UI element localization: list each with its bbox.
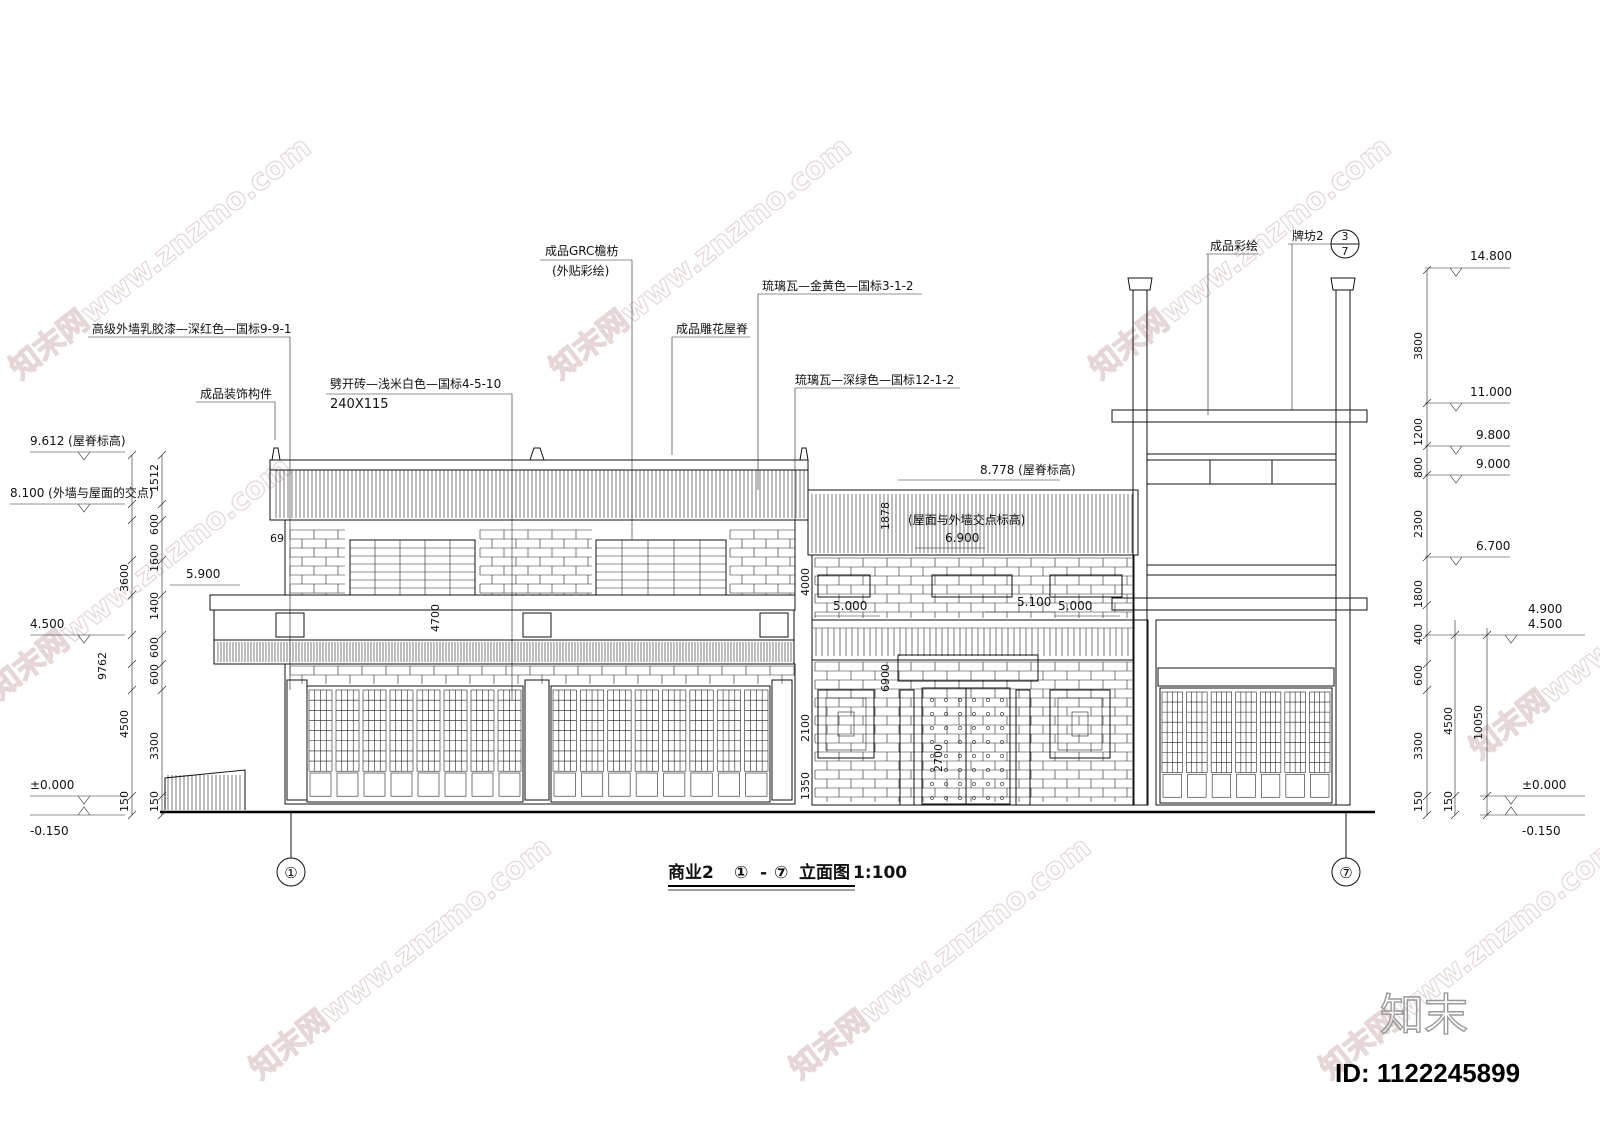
dim-1512: 1512 (148, 464, 161, 492)
title-dash: - (760, 863, 767, 883)
dim-2300: 2300 (1412, 510, 1425, 538)
level-5900: 5.900 (186, 567, 220, 581)
note-grc: 成品GRC檐枋 (545, 243, 618, 258)
axis-bubble-7 (1331, 857, 1361, 887)
axis-bubble-1 (276, 857, 306, 887)
watermark-layer: 知末网www.znzmo.com 知末网www.znzmo.com 知末网www… (0, 129, 1600, 1087)
dim-150: 150 (1412, 791, 1425, 812)
dim-6900: 6900 (879, 664, 892, 692)
left-levels: 9.612 (屋脊标高) 8.100 (外墙与屋面的交点) 5.900 4.50… (10, 433, 240, 838)
dim-1878: 1878 (879, 502, 892, 530)
dim-4500: 4500 (1442, 707, 1455, 735)
note-ridge-878: 8.778 (屋脊标高) (980, 462, 1076, 477)
title-axis-to: ⑦ (774, 863, 788, 883)
level-neg150: -0.150 (1522, 824, 1561, 838)
dim-150: 150 (1442, 791, 1455, 812)
note-painted: 成品彩绘 (1210, 238, 1258, 253)
level-9612: 9.612 (屋脊标高) (30, 433, 126, 448)
level-4500: 4.500 (30, 617, 64, 631)
dim-600: 600 (148, 637, 161, 658)
level-9000: 9.000 (1476, 457, 1510, 471)
level-11000: 11.000 (1470, 385, 1512, 399)
dim-3800: 3800 (1412, 332, 1425, 360)
leader-annotations: 成品GRC檐枋 (外贴彩绘) 琉璃瓦—金黄色—国标3-1-2 高级外墙乳胶漆—深… (88, 228, 1331, 700)
title-suffix: 立面图 (799, 862, 850, 883)
detail-ref-bottom: 7 (1342, 245, 1349, 258)
dim-1600: 1600 (148, 544, 161, 572)
dim-600: 600 (148, 514, 161, 535)
dim-3600: 3600 (118, 564, 131, 592)
title-name: 商业2 (668, 862, 714, 883)
note-brick-size: 240X115 (330, 397, 389, 412)
note-paint-red: 高级外墙乳胶漆—深红色—国标9-9-1 (92, 321, 292, 336)
axis-label-left: ① (284, 864, 297, 882)
inner-levels: 6.900 5.000 5.100 5.000 1878 6900 4000 2… (270, 502, 1120, 800)
level-4900: 4.900 (1528, 602, 1562, 616)
level-8100: 8.100 (外墙与屋面的交点) (10, 485, 154, 500)
dim-4700: 4700 (429, 604, 442, 632)
dim-1800: 1800 (1412, 580, 1425, 608)
level-6700: 6.700 (1476, 539, 1510, 553)
watermark-text: 知末网www.znzmo.com (1083, 130, 1398, 387)
level-5000: 5.000 (1058, 599, 1092, 613)
dim-3300: 3300 (148, 732, 161, 760)
level-9800: 9.800 (1476, 428, 1510, 442)
level-5100: 5.100 (1017, 595, 1051, 609)
dim-9762: 9762 (96, 652, 109, 680)
dim-600: 600 (1412, 665, 1425, 686)
note-grc-sub: (外贴彩绘) (552, 263, 609, 278)
level-4500: 4.500 (1528, 617, 1562, 631)
note-tile-gold: 琉璃瓦—金黄色—国标3-1-2 (762, 278, 914, 293)
image-id: ID: 1122245899 (1335, 1058, 1520, 1088)
brand-logo: 知末 (1380, 990, 1468, 1041)
axis-markers: ① ⑦ 3 7 (276, 229, 1361, 887)
dim-3300: 3300 (1412, 732, 1425, 760)
right-levels: 14.800 11.000 9.800 9.000 6.700 4.900 4.… (1412, 249, 1585, 838)
dim-10050: 10050 (1472, 705, 1485, 740)
dim-2700: 2700 (932, 744, 945, 772)
dim-4500: 4500 (118, 710, 131, 738)
level-0: ±0.000 (1522, 778, 1566, 792)
dim-69: 69 (270, 532, 284, 545)
level-6900: 6.900 (945, 531, 979, 545)
dim-1200: 1200 (1412, 418, 1425, 446)
title-axis-from: ① (734, 863, 748, 883)
dim-2100: 2100 (799, 714, 812, 742)
drawing-title: 商业2 ① - ⑦ 立面图 1:100 (668, 862, 907, 891)
note-paifang: 牌坊2 (1292, 228, 1324, 243)
level-14800: 14.800 (1470, 249, 1512, 263)
left-building (164, 447, 809, 810)
note-ridge: 成品雕花屋脊 (676, 321, 748, 336)
axis-label-right: ⑦ (1339, 864, 1352, 882)
watermark-text: 知末网www.znzmo.com (543, 130, 858, 387)
dim-1350: 1350 (799, 772, 812, 800)
level-0: ±0.000 (30, 778, 74, 792)
dim-1400: 1400 (148, 592, 161, 620)
note-brick: 劈开砖—浅米白色—国标4-5-10 (330, 376, 501, 391)
watermark-text: 知末网www.znzmo.com (1313, 830, 1600, 1087)
dim-4000: 4000 (799, 568, 812, 596)
dim-150: 150 (148, 791, 161, 812)
watermark-text: 知末网www.znzmo.com (3, 130, 318, 387)
level-5000: 5.000 (833, 599, 867, 613)
note-tile-green: 琉璃瓦—深绿色—国标12-1-2 (795, 372, 954, 387)
dim-600: 600 (148, 664, 161, 685)
level-neg150: -0.150 (30, 824, 69, 838)
title-scale: 1:100 (853, 863, 907, 883)
note-intersect: (屋面与外墙交点标高) (908, 512, 1025, 527)
dim-800: 800 (1412, 457, 1425, 478)
detail-ref-top: 3 (1342, 230, 1349, 243)
dim-400: 400 (1412, 624, 1425, 645)
note-decor: 成品装饰构件 (200, 386, 272, 401)
right-building (1111, 277, 1368, 806)
middle-building (807, 489, 1149, 806)
dim-150: 150 (118, 791, 131, 812)
